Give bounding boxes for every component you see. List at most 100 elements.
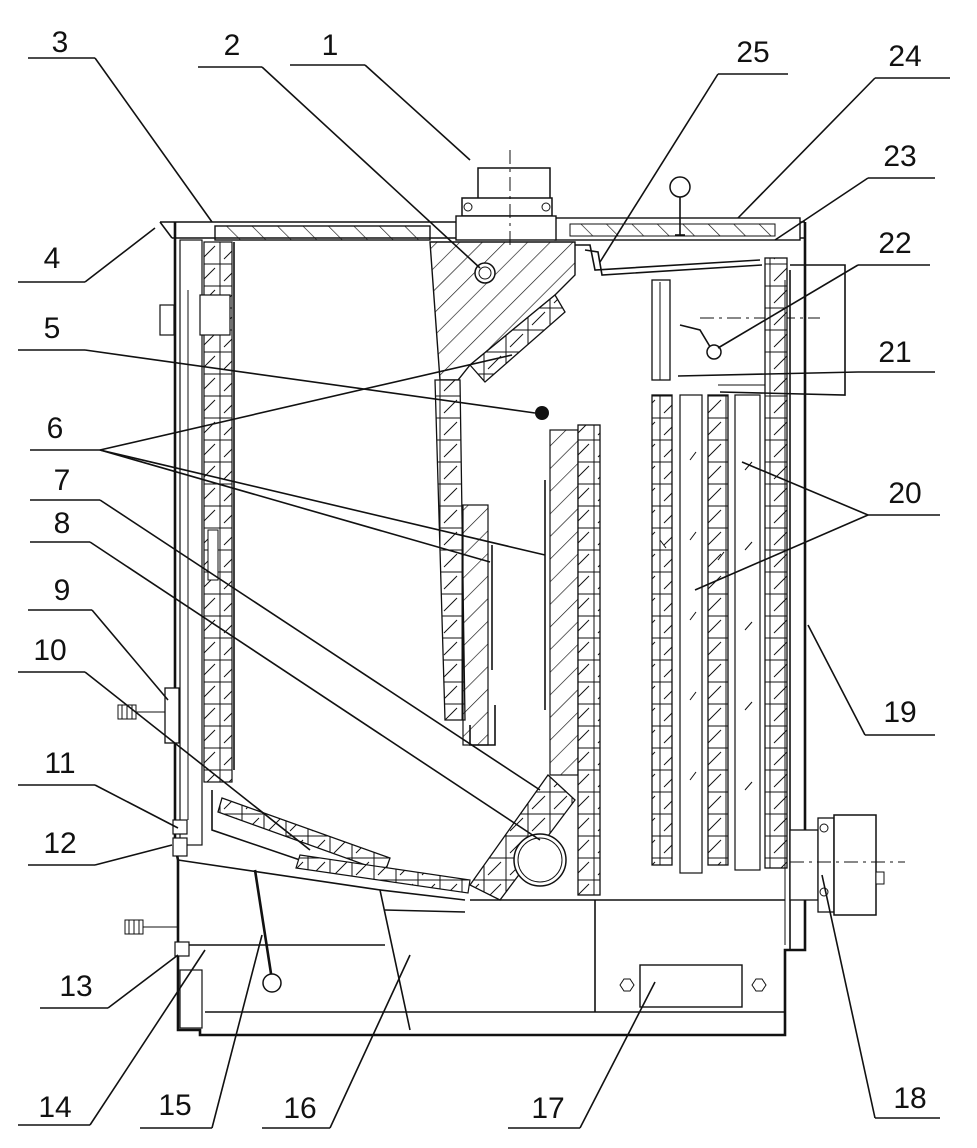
left-wall-bracket [199, 294, 231, 336]
leader-8 [89, 541, 541, 841]
lid-handle [669, 176, 691, 236]
air-pipe-inner [517, 837, 563, 883]
boiler-body [117, 150, 905, 1037]
lower-grate [295, 854, 471, 894]
controller-box [639, 964, 743, 1008]
callout-3: 3 [52, 26, 69, 59]
leader-23 [774, 177, 869, 241]
exchanger-wall-middle [707, 394, 729, 866]
leader-21 [677, 371, 859, 377]
callout-4: 4 [44, 242, 61, 275]
callout-8: 8 [54, 507, 71, 540]
baffle-brick-wall [577, 424, 601, 896]
flue-channel-pipe [575, 244, 761, 271]
exchanger-channel-2 [734, 394, 761, 871]
ash-pan-floor [384, 909, 466, 913]
callout-23: 23 [883, 140, 916, 173]
damper-pivot [706, 344, 722, 360]
exchanger-fins [659, 451, 753, 791]
flue-outlet [455, 150, 557, 245]
leader-24 [737, 77, 876, 219]
exchanger-channel-1 [679, 394, 703, 874]
leader-11 [94, 784, 179, 829]
air-pipe-circle [513, 833, 567, 887]
exchanger-wall-left [651, 394, 673, 866]
leader-5 [84, 349, 536, 414]
callout-15: 15 [158, 1089, 191, 1122]
left-outer-panel [179, 239, 203, 846]
controller-nut-right [751, 978, 767, 992]
leader-18 [821, 874, 876, 1119]
angled-brick-ramp [469, 774, 576, 901]
ash-pan-floor-top [379, 889, 466, 901]
callout-10: 10 [33, 634, 66, 667]
leader-14 [89, 949, 206, 1126]
callout-5: 5 [44, 312, 61, 345]
left-wall-slot [207, 529, 219, 581]
callout-19: 19 [883, 696, 916, 729]
leader-2 [261, 66, 481, 269]
callout-24: 24 [888, 40, 921, 73]
leader-12 [94, 844, 173, 866]
callout-12: 12 [43, 827, 76, 860]
leader-20a [741, 461, 869, 516]
sensor-tube-inner [478, 266, 492, 280]
leader-10 [84, 671, 311, 851]
callout-21: 21 [878, 336, 911, 369]
leader-1 [364, 64, 471, 161]
door-clip-lower [172, 837, 188, 857]
shaker-lever-knob [262, 973, 282, 993]
door-hinge [164, 687, 180, 744]
callout-25: 25 [736, 36, 769, 69]
exchanger-wall-right [764, 257, 788, 869]
callout-11: 11 [44, 747, 75, 780]
door-latch-screw-lower [124, 919, 178, 935]
leader-15 [211, 934, 263, 1129]
leader-17 [579, 981, 656, 1129]
callout-7: 7 [54, 464, 71, 497]
door-clip-upper [172, 819, 188, 835]
leader-20b [694, 514, 869, 591]
leader-16 [329, 954, 411, 1129]
callout-14: 14 [38, 1091, 71, 1124]
shaker-lever [253, 869, 274, 981]
callout-9: 9 [54, 574, 71, 607]
leader-22 [717, 264, 859, 349]
sensor-point [535, 406, 549, 420]
left-side-tab [159, 304, 175, 336]
leader-19 [807, 624, 866, 736]
callout-22: 22 [878, 227, 911, 260]
callout-labels: 1 2 3 4 5 6 7 8 9 10 11 12 13 14 15 16 1… [33, 26, 926, 1125]
callout-17: 17 [531, 1092, 564, 1125]
right-lid-insulation [569, 223, 776, 237]
baffle-insulation [549, 429, 579, 776]
callout-20: 20 [888, 477, 921, 510]
flue-channel-pipe-inner [584, 249, 763, 276]
leader-21-bracket [719, 264, 846, 396]
ash-door-clip [174, 941, 190, 957]
leader-3 [94, 57, 213, 223]
callout-1: 1 [322, 29, 339, 62]
damper-lever [679, 324, 713, 351]
callout-18: 18 [893, 1082, 926, 1115]
blower-fan [789, 814, 905, 916]
burner-insert [469, 294, 566, 383]
leader-6c [99, 449, 546, 556]
top-plate-corner [159, 221, 173, 239]
ash-door-hinge [179, 969, 203, 1029]
controller-nut-left [619, 978, 635, 992]
leader-lines [18, 57, 950, 1129]
leader-4 [84, 227, 156, 283]
center-bottom-hook [469, 705, 496, 746]
left-lid-plate [214, 225, 431, 241]
leader-7 [99, 499, 541, 791]
leader-13 [107, 954, 179, 1009]
leader-9 [91, 609, 169, 701]
leader-6b [99, 449, 491, 563]
damper-plate [651, 279, 671, 381]
callout-2: 2 [224, 29, 241, 62]
leader-25 [599, 73, 719, 263]
callout-13: 13 [59, 970, 92, 1003]
